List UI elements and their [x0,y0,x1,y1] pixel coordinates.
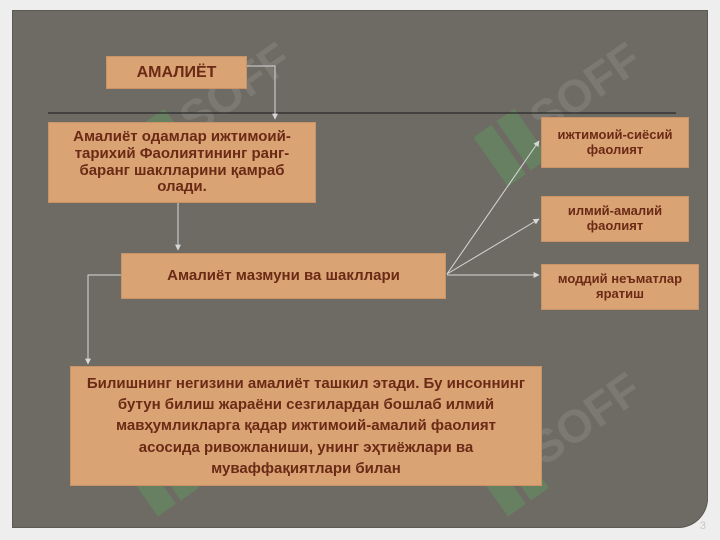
right-box-scientific-practical: илмий-амалий фаолият [541,196,689,242]
right-box-label: моддий неъматлар яратиш [557,271,683,301]
title-box: АМАЛИЁТ [106,56,247,89]
definition-box: Амалиёт одамлар ижтимоий-тарихий Фаолият… [48,122,316,203]
bottom-box: Билишнинг негизини амалиёт ташкил этади.… [70,366,542,486]
right-box-label: ижтимоий-сиёсий фаолият [557,126,673,157]
title-box-label: АМАЛИЁТ [136,63,217,81]
right-box-label: илмий-амалий фаолият [567,203,663,233]
bottom-box-text: Билишнинг негизини амалиёт ташкил этади.… [86,374,526,477]
center-box-label: Амалиёт мазмуни ва шакллари [167,266,400,284]
center-box: Амалиёт мазмуни ва шакллари [121,253,446,299]
definition-box-text: Амалиёт одамлар ижтимоий-тарихий Фаолият… [73,127,291,196]
center-to-bottom-arrow [85,274,121,365]
title-to-definition-arrow [247,65,278,120]
right-box-material-goods: моддий неъматлар яратиш [541,264,699,310]
center-to-scientific-arrow [446,218,540,275]
right-box-social-political: ижтимоий-сиёсий фаолият [541,117,689,168]
center-to-social-arrow [446,140,540,275]
page-number: 3 [699,520,706,532]
